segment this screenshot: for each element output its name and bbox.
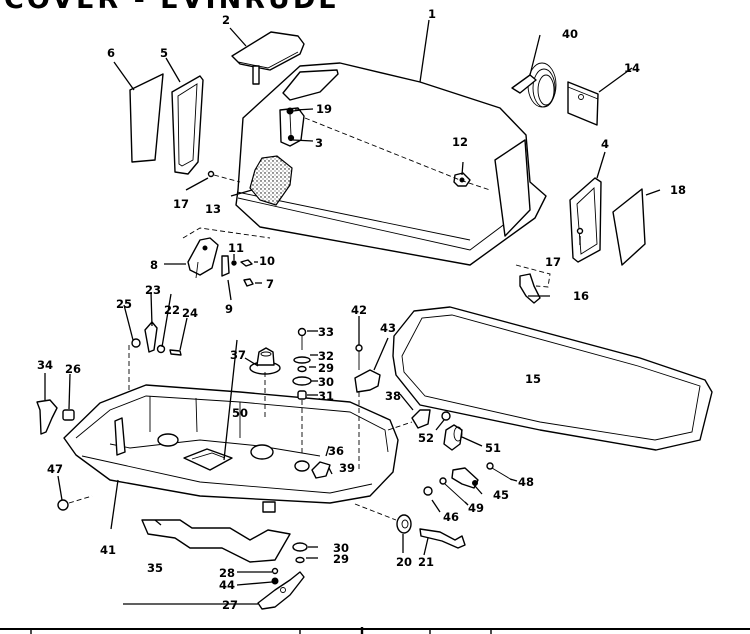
part-clamp xyxy=(443,424,463,451)
part-grommet-30-lower xyxy=(292,542,308,552)
callout-43: 43 xyxy=(380,321,396,335)
callout-35: 35 xyxy=(147,561,163,575)
callout-1: 1 xyxy=(428,7,436,21)
callout-23: 23 xyxy=(145,283,161,297)
diagram-title: COVER - EVINRUDE xyxy=(4,0,340,15)
part-bracket-27 xyxy=(257,571,305,610)
callout-13: 13 xyxy=(205,202,221,216)
callout-38: 38 xyxy=(385,389,401,403)
callout-18: 18 xyxy=(670,183,686,197)
callout-36: 36 xyxy=(328,444,344,458)
callout-10: 10 xyxy=(259,254,275,268)
callout-50: 50 xyxy=(232,406,248,420)
callout-26: 26 xyxy=(65,362,81,376)
part-screw-17-left xyxy=(207,170,215,178)
callout-12: 12 xyxy=(452,135,468,149)
callout-4: 4 xyxy=(601,137,609,151)
callout-20: 20 xyxy=(396,555,412,569)
callout-14: 14 xyxy=(624,61,640,75)
callout-29-upper: 29 xyxy=(318,361,334,375)
callout-11: 11 xyxy=(228,241,244,255)
callout-40: 40 xyxy=(562,27,578,41)
part-bushing xyxy=(62,409,75,421)
part-nut-46 xyxy=(423,486,433,496)
part-cover-seal xyxy=(392,306,713,451)
callout-21: 21 xyxy=(418,555,434,569)
part-decal xyxy=(183,448,233,471)
callout-17-right: 17 xyxy=(545,255,561,269)
callout-48: 48 xyxy=(518,475,534,489)
part-window-frame-rear xyxy=(569,177,602,263)
part-cable-assembly xyxy=(511,62,557,108)
callout-47: 47 xyxy=(47,462,63,476)
callout-29-lower: 29 xyxy=(333,552,349,566)
callout-27: 27 xyxy=(222,598,238,612)
callout-34: 34 xyxy=(37,358,53,372)
part-latch-lever xyxy=(221,255,230,277)
callout-25: 25 xyxy=(116,297,132,311)
callout-16: 16 xyxy=(573,289,589,303)
part-washer-44 xyxy=(271,577,279,585)
part-window-rear xyxy=(612,188,646,266)
callout-17-left: 17 xyxy=(173,197,189,211)
callout-22: 22 xyxy=(164,303,180,317)
part-latch-bracket xyxy=(182,227,271,279)
callout-31: 31 xyxy=(318,389,334,403)
part-bracket-43 xyxy=(354,344,381,470)
callout-2: 2 xyxy=(222,13,230,27)
part-screw-17-right xyxy=(576,227,584,235)
part-cam xyxy=(451,467,479,489)
callout-3: 3 xyxy=(315,136,323,150)
part-window-frame-front xyxy=(171,75,204,175)
callout-5: 5 xyxy=(160,46,168,60)
part-handle-cap xyxy=(231,31,305,85)
part-screw-28 xyxy=(271,567,279,575)
callout-6: 6 xyxy=(107,46,115,60)
callout-9: 9 xyxy=(225,302,233,316)
part-parts-bag xyxy=(567,81,599,126)
part-lockwasher-29-lower xyxy=(295,556,305,564)
part-grommet-47 xyxy=(57,499,69,511)
callout-44: 44 xyxy=(219,578,235,592)
part-lever xyxy=(36,399,58,435)
part-washer xyxy=(231,260,237,266)
callout-7: 7 xyxy=(266,277,274,291)
part-window-front xyxy=(129,73,164,163)
callout-41: 41 xyxy=(100,543,116,557)
part-mount-stack xyxy=(292,327,312,455)
part-latch-hook xyxy=(515,264,551,304)
leader-lines xyxy=(44,19,661,605)
callout-42: 42 xyxy=(351,303,367,317)
callout-30-upper: 30 xyxy=(318,375,334,389)
part-knob xyxy=(354,503,412,534)
part-motor-cover xyxy=(235,62,547,266)
callout-51: 51 xyxy=(485,441,501,455)
callout-39: 39 xyxy=(339,461,355,475)
part-fitting xyxy=(411,409,431,429)
callout-30-lower: 30 xyxy=(333,541,349,555)
callout-15: 15 xyxy=(525,372,541,386)
callout-labels: 1 2 3 4 5 6 7 8 9 10 11 12 13 14 15 16 1… xyxy=(37,7,686,612)
callout-37: 37 xyxy=(230,348,246,362)
callout-8: 8 xyxy=(150,258,158,272)
callout-24: 24 xyxy=(182,306,198,320)
callout-28: 28 xyxy=(219,566,235,580)
callout-46: 46 xyxy=(443,510,459,524)
part-shaft xyxy=(419,528,466,549)
callout-32: 32 xyxy=(318,349,334,363)
part-rivet xyxy=(240,259,253,267)
callout-52: 52 xyxy=(418,431,434,445)
callout-49: 49 xyxy=(468,501,484,515)
part-screw-49 xyxy=(439,477,447,485)
callout-45: 45 xyxy=(493,488,509,502)
callout-33: 33 xyxy=(318,325,334,339)
callout-19: 19 xyxy=(316,102,332,116)
parts-table-header-edge xyxy=(0,627,750,634)
part-seal xyxy=(141,519,291,563)
part-lower-pan xyxy=(63,384,399,513)
part-screw-48 xyxy=(486,462,494,470)
part-screw-52 xyxy=(441,411,451,421)
part-pin xyxy=(243,278,254,287)
